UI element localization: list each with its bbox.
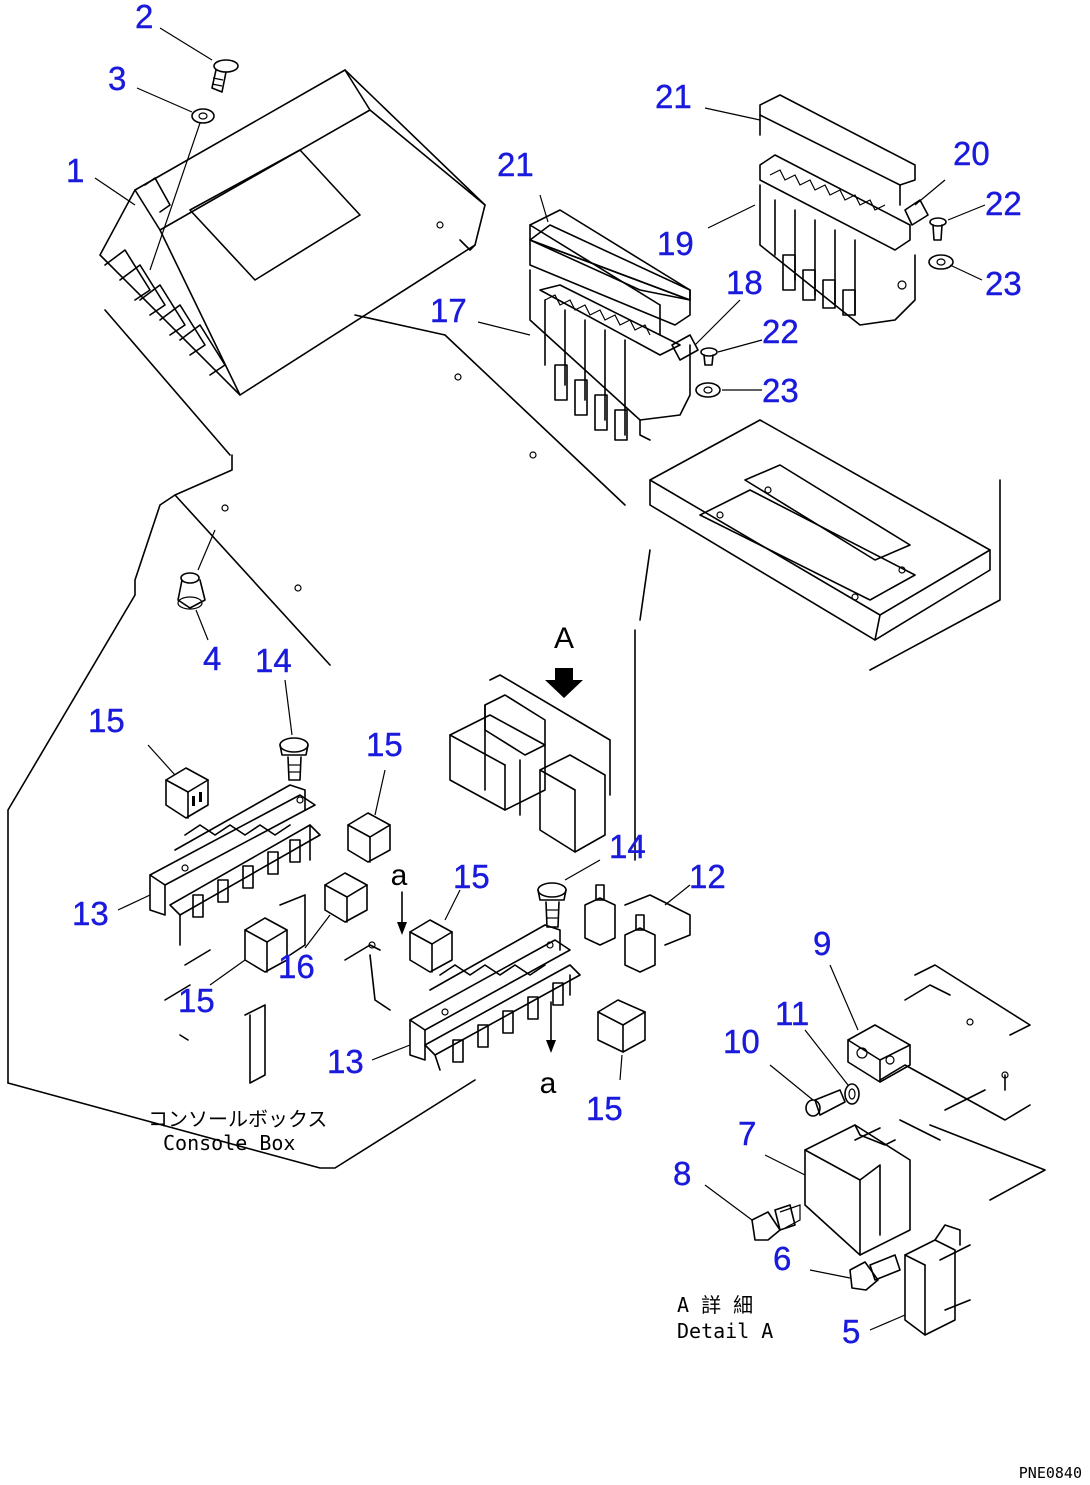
callout-12: 12 (689, 858, 726, 895)
callout-23a: 23 (985, 265, 1022, 302)
callout-1: 1 (66, 152, 84, 189)
callout-21a: 21 (655, 78, 692, 115)
view-arrow-a: A (545, 622, 583, 698)
bolt-part-14a (279, 737, 309, 781)
grommet-part-4 (177, 529, 216, 610)
callout-14b: 14 (609, 828, 646, 865)
callout-15a: 15 (88, 702, 125, 739)
fuse-clip-part-18 (671, 334, 699, 361)
callout-2: 2 (135, 0, 153, 35)
screw-part-2 (211, 59, 239, 93)
relay-assembly-detail (449, 674, 611, 853)
console-caption-en: Console Box (163, 1131, 295, 1155)
callout-6: 6 (773, 1240, 791, 1277)
callout-4: 4 (203, 640, 221, 677)
fuse-cover-part-21a (529, 209, 691, 336)
fuse-box-part-19 (759, 154, 916, 326)
callout-10: 10 (723, 1023, 760, 1060)
misc-brackets (164, 941, 391, 1084)
relay-part-15b (347, 812, 391, 863)
callout-8: 8 (673, 1155, 691, 1192)
detail-caption-jp: A 詳 細 (677, 1293, 753, 1317)
washer-part-23a (928, 254, 954, 270)
fuse-clip-part-20 (904, 199, 929, 226)
screw-part-22b (700, 347, 718, 366)
callout-13b: 13 (327, 1043, 364, 1080)
section-mark-upper: a (391, 859, 408, 935)
callout-7: 7 (738, 1115, 756, 1152)
callout-15d: 15 (178, 982, 215, 1019)
console-box-outline (7, 309, 626, 1169)
callout-5: 5 (842, 1313, 860, 1350)
relay-part-15e (597, 999, 646, 1053)
leader-lines (94, 27, 986, 1331)
drawing-code: PNE0840 (1019, 1464, 1082, 1482)
callout-14a: 14 (255, 642, 292, 679)
section-mark-label-lower: a (540, 1067, 557, 1100)
callout-13a: 13 (72, 895, 109, 932)
relay-part-15d (409, 919, 453, 973)
detail-caption-en: Detail A (677, 1319, 773, 1343)
callout-9: 9 (813, 925, 831, 962)
tray (634, 419, 1001, 861)
callout-15e: 15 (586, 1090, 623, 1127)
connector-part-12 (584, 884, 691, 973)
callout-3: 3 (108, 60, 126, 97)
callout-17: 17 (430, 292, 467, 329)
callout-16: 16 (278, 948, 315, 985)
callout-19: 19 (657, 225, 694, 262)
screw-part-22a (929, 217, 947, 241)
washer-part-3 (149, 108, 215, 271)
relay-bracket-part-13a (149, 784, 321, 946)
callout-23b: 23 (762, 372, 799, 409)
fuse-cover-part-21b (759, 94, 916, 206)
bolt-part-14b (537, 882, 567, 928)
callout-11: 11 (775, 995, 809, 1032)
callout-15b: 15 (366, 726, 403, 763)
callout-20: 20 (953, 135, 990, 172)
washer-part-23b (695, 382, 721, 398)
relay-bracket-part-13b (409, 924, 581, 1071)
view-arrow-label: A (554, 622, 574, 655)
controller-unit (99, 69, 486, 396)
console-box-caption: コンソールボックス Console Box (148, 1107, 327, 1155)
section-mark-label-upper: a (391, 859, 408, 892)
callout-18: 18 (726, 264, 763, 301)
callout-22a: 22 (985, 185, 1022, 222)
callout-numbers: 2 3 1 21 21 20 22 19 23 18 17 22 23 4 14… (66, 0, 1022, 1350)
callout-15c: 15 (453, 858, 490, 895)
callout-21b: 21 (497, 146, 534, 183)
callout-22b: 22 (762, 313, 799, 350)
section-mark-lower: a (540, 1001, 557, 1100)
detail-a-caption: A 詳 細 Detail A (677, 1293, 773, 1343)
console-caption-jp: コンソールボックス (148, 1107, 327, 1131)
detail-a-parts (751, 964, 1046, 1336)
relay-part-15a (165, 767, 209, 819)
relay-part-16 (279, 872, 368, 956)
